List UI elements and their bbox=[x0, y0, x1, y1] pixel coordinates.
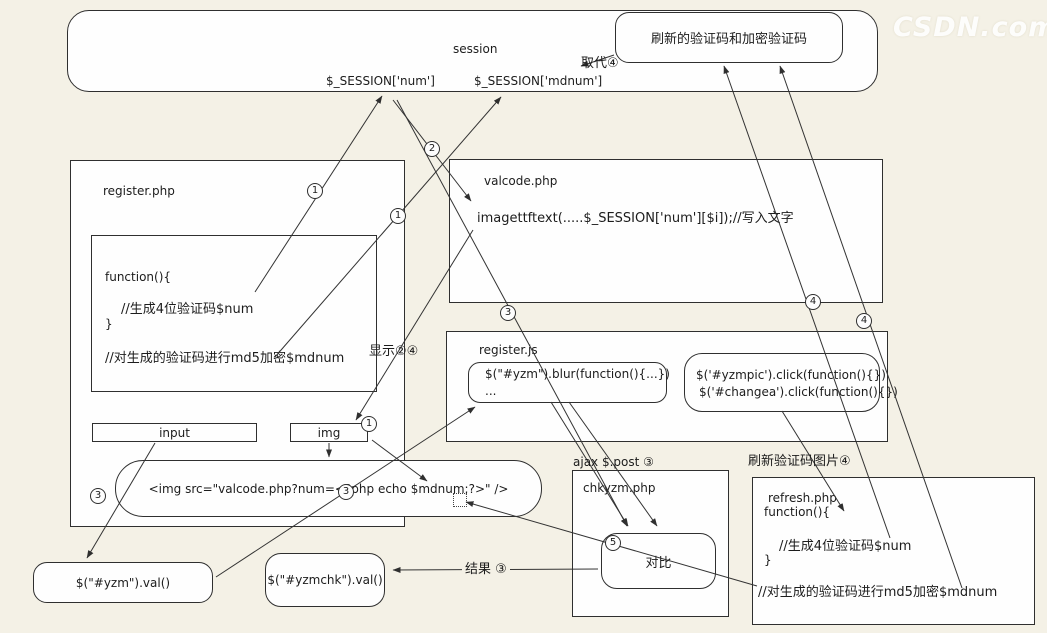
chkyzm-php-title: chkyzm.php bbox=[583, 481, 656, 495]
img-tag-box: <img src="valcode.php?num=<?php echo $md… bbox=[115, 460, 542, 517]
refreshed-codes-label: 刷新的验证码和加密验证码 bbox=[650, 32, 807, 47]
code-md5-encrypt: //对生成的验证码进行md5加密$mdnum bbox=[105, 351, 345, 366]
refresh-pic-label: 刷新验证码图片④ bbox=[748, 454, 851, 469]
valcode-code: imagettftext(.....$_SESSION['num'][$i]);… bbox=[477, 211, 794, 226]
chkyzm-php-box: chkyzm.php 对比 bbox=[572, 470, 729, 617]
step-marker-3: 3 bbox=[90, 488, 106, 504]
session-num-var: $_SESSION['num'] bbox=[326, 74, 435, 88]
yzmchk-val-box: $("#yzmchk").val() bbox=[265, 553, 385, 607]
step-marker-1: 1 bbox=[307, 183, 323, 199]
register-js-box: register.js $("#yzm").blur(function(){..… bbox=[446, 331, 898, 442]
ajax-post-label: ajax $.post ③ bbox=[573, 455, 654, 469]
step-marker-1: 1 bbox=[361, 416, 377, 432]
session-title: session bbox=[453, 42, 498, 56]
yzmchk-val-code: $("#yzmchk").val() bbox=[267, 573, 383, 587]
display-label: 显示②④ bbox=[369, 344, 419, 359]
blur-handler-code: $("#yzm").blur(function(){...}) bbox=[485, 367, 670, 381]
register-php-title: register.php bbox=[103, 184, 175, 198]
code-generate-num: //生成4位验证码$num bbox=[121, 302, 254, 317]
compare-label: 对比 bbox=[645, 555, 672, 571]
code-function-close: } bbox=[105, 317, 113, 331]
result-label: 结果 ③ bbox=[462, 558, 510, 577]
blur-handler-ellipsis: ... bbox=[485, 384, 497, 398]
img-element-box: img bbox=[290, 423, 368, 442]
refresh-function-open: function(){ bbox=[764, 505, 831, 519]
input-element-box: input bbox=[92, 423, 257, 442]
refresh-php-box: refresh.php function(){ //生成4位验证码$num } … bbox=[752, 477, 1035, 625]
click-handlers-box: $('#yzmpic').click(function(){}) $('#cha… bbox=[684, 353, 898, 412]
refresh-php-title: refresh.php bbox=[768, 491, 837, 505]
step-marker-5: 5 bbox=[605, 535, 621, 551]
code-function-open: function(){ bbox=[105, 270, 172, 284]
csdn-watermark: CSDN.com bbox=[893, 12, 1047, 43]
valcode-php-title: valcode.php bbox=[484, 174, 558, 188]
blur-handler-box: $("#yzm").blur(function(){...}) ... bbox=[468, 362, 670, 403]
step-marker-2: 2 bbox=[424, 141, 440, 157]
refresh-md5-encrypt: //对生成的验证码进行md5加密$mdnum bbox=[758, 585, 998, 600]
step-marker-3: 3 bbox=[500, 305, 516, 321]
img-label: img bbox=[317, 425, 341, 440]
num-param-target-marker bbox=[453, 493, 467, 507]
register-js-title: register.js bbox=[479, 343, 538, 357]
session-mdnum-var: $_SESSION['mdnum'] bbox=[474, 74, 603, 88]
refresh-function-close: } bbox=[764, 553, 772, 567]
register-php-code-box: function(){ //生成4位验证码$num } //对生成的验证码进行m… bbox=[91, 235, 377, 392]
step-marker-3: 3 bbox=[338, 484, 354, 500]
replace-label: 取代④ bbox=[581, 56, 619, 71]
refreshed-codes-box: 刷新的验证码和加密验证码 bbox=[615, 12, 843, 63]
input-label: input bbox=[159, 425, 190, 440]
yzm-val-code: $("#yzm").val() bbox=[75, 575, 171, 590]
step-marker-4: 4 bbox=[805, 294, 821, 310]
step-marker-1: 1 bbox=[390, 208, 406, 224]
valcode-php-box: valcode.php imagettftext(.....$_SESSION[… bbox=[449, 159, 883, 303]
step-marker-4: 4 bbox=[856, 313, 872, 329]
refresh-generate-num: //生成4位验证码$num bbox=[779, 539, 912, 554]
changea-click-code: $('#changea').click(function(){}) bbox=[699, 385, 898, 399]
yzm-val-box: $("#yzm").val() bbox=[33, 562, 213, 603]
yzmpic-click-code: $('#yzmpic').click(function(){}) bbox=[696, 368, 886, 382]
